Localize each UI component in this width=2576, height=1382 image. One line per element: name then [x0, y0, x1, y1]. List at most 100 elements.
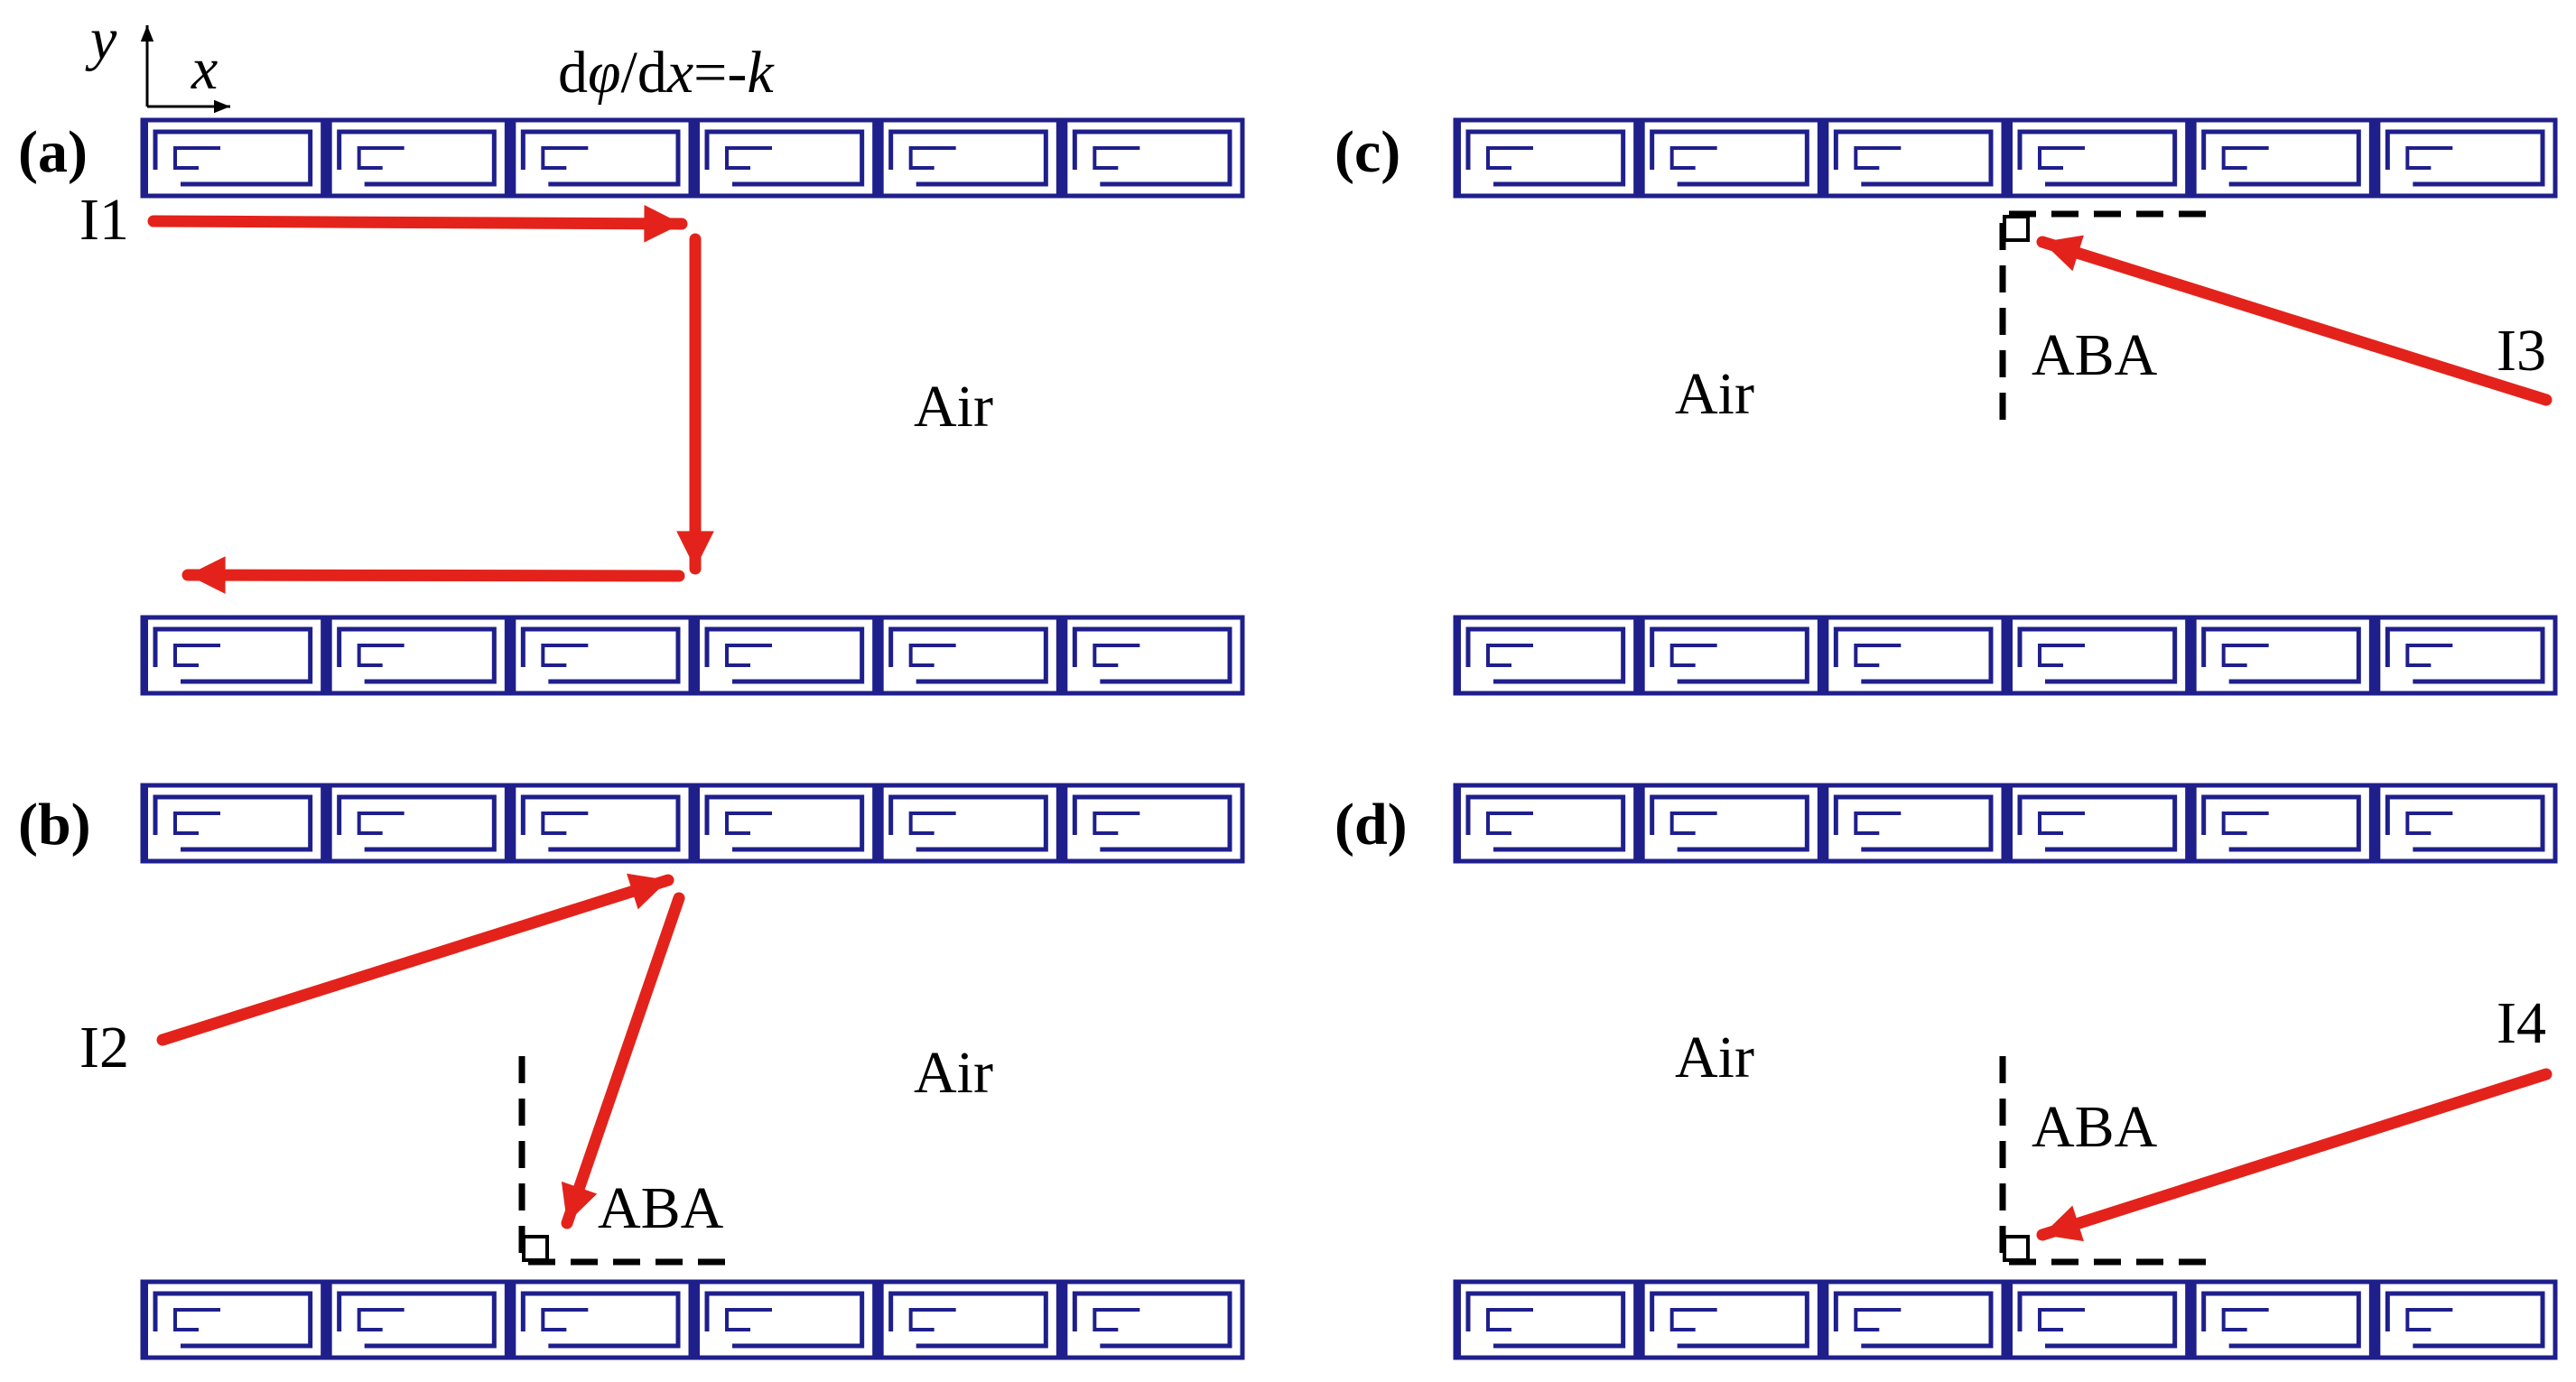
panel-a: (a) I1 Air	[18, 119, 993, 594]
panel-b-incident-ray	[156, 873, 674, 1046]
unit-cell-inner-hook	[1093, 1308, 1140, 1331]
unit-cell-inner-hook	[173, 812, 220, 835]
unit-cell-ring	[1465, 794, 1626, 852]
y-axis-label: y	[85, 6, 117, 72]
panel-d-source-label: I4	[2497, 990, 2546, 1056]
panel-a-label: (a)	[18, 119, 88, 185]
unit-cell-inner-hook	[1486, 644, 1533, 667]
unit-cell-inner-hook	[2405, 812, 2453, 835]
panel-c-source-label: I3	[2497, 318, 2546, 384]
unit-cell-inner-hook	[173, 146, 220, 170]
unit-cell-inner-hook	[357, 644, 405, 667]
unit-cell	[1820, 1279, 2006, 1360]
unit-cell-inner-hook	[1854, 812, 1902, 835]
unit-cell-ring	[1072, 129, 1232, 187]
unit-cell	[1059, 117, 1245, 199]
unit-cell	[1637, 615, 1822, 696]
unit-cell-ring	[520, 1291, 681, 1349]
unit-cell-inner-hook	[2038, 644, 2085, 667]
unit-cell-ring	[2385, 626, 2545, 684]
unit-cell-ring	[337, 626, 497, 684]
panel-b-right-angle-mark	[522, 1235, 549, 1262]
unit-cell	[2189, 783, 2374, 864]
metasurface-strip	[140, 1279, 1245, 1360]
unit-cell-inner-hook	[2038, 146, 2085, 170]
unit-cell-inner-hook	[2405, 644, 2453, 667]
unit-cell-inner-hook	[173, 1308, 220, 1331]
panel-c-aba-label: ABA	[2032, 322, 2158, 388]
panel-a-air-label: Air	[914, 374, 993, 440]
unit-cell	[1059, 615, 1245, 696]
unit-cell-ring	[2017, 626, 2178, 684]
unit-cell-ring	[153, 129, 313, 187]
unit-cell	[2372, 615, 2558, 696]
unit-cell-ring	[1465, 1291, 1626, 1349]
unit-cell-inner-hook	[2405, 146, 2453, 170]
unit-cell-inner-hook	[1854, 146, 1902, 170]
unit-cell-ring	[704, 794, 865, 852]
unit-cell	[2189, 615, 2374, 696]
unit-cell-ring	[2385, 1291, 2545, 1349]
unit-cell-ring	[2201, 794, 2361, 852]
metasurface-strip	[140, 615, 1245, 696]
unit-cell	[876, 117, 1061, 199]
unit-cell-ring	[2385, 129, 2545, 187]
unit-cell	[140, 1279, 326, 1360]
unit-cell-inner-hook	[2405, 1308, 2453, 1331]
unit-cell	[2004, 615, 2190, 696]
unit-cell	[2004, 783, 2190, 864]
unit-cell-ring	[337, 794, 497, 852]
panel-d-incident-ray	[2036, 1068, 2553, 1242]
unit-cell-ring	[1072, 626, 1232, 684]
panel-d-air-label: Air	[1675, 1025, 1754, 1090]
metasurface-strip	[1453, 615, 2558, 696]
unit-cell-ring	[704, 129, 865, 187]
unit-cell-inner-hook	[357, 146, 405, 170]
unit-cell-ring	[1465, 626, 1626, 684]
unit-cell-inner-hook	[725, 1308, 772, 1331]
unit-cell	[692, 1279, 878, 1360]
unit-cell	[876, 615, 1061, 696]
metasurface-strip	[1453, 117, 2558, 199]
unit-cell-inner-hook	[1093, 146, 1140, 170]
unit-cell-inner-hook	[1669, 812, 1717, 835]
unit-cell	[1637, 1279, 1822, 1360]
unit-cell-ring	[1650, 626, 1809, 684]
unit-cell	[140, 615, 326, 696]
unit-cell	[324, 783, 509, 864]
panel-d: (d) I4 Air ABA	[1334, 792, 2553, 1266]
panel-d-aba-dashed-lines	[1999, 1056, 2208, 1266]
unit-cell-ring	[888, 626, 1048, 684]
unit-cell-inner-hook	[357, 1308, 405, 1331]
unit-cell-inner-hook	[908, 644, 956, 667]
panel-b-source-label: I2	[79, 1015, 129, 1081]
unit-cell-ring	[1833, 1291, 1994, 1349]
unit-cell	[876, 783, 1061, 864]
unit-cell-inner-hook	[357, 812, 405, 835]
unit-cell-inner-hook	[725, 812, 772, 835]
unit-cell-inner-hook	[908, 812, 956, 835]
unit-cell	[692, 615, 878, 696]
unit-cell	[507, 783, 693, 864]
unit-cell-inner-hook	[1486, 146, 1533, 170]
unit-cell-ring	[1650, 1291, 1809, 1349]
unit-cell-ring	[337, 129, 497, 187]
x-axis-label: x	[191, 36, 218, 102]
phase-gradient-formula: dφ/dx=-k	[558, 40, 775, 106]
panel-d-label: (d)	[1334, 792, 1408, 858]
panel-b-aba-dashed-lines	[518, 1056, 727, 1266]
unit-cell	[2004, 1279, 2190, 1360]
panel-a-backward-ray	[181, 556, 685, 594]
unit-cell-inner-hook	[1093, 644, 1140, 667]
unit-cell-ring	[2201, 129, 2361, 187]
unit-cell	[2372, 783, 2558, 864]
unit-cell-inner-hook	[908, 146, 956, 170]
metasurface-strip	[1453, 783, 2558, 864]
unit-cell	[1820, 615, 2006, 696]
unit-cell-inner-hook	[2221, 812, 2269, 835]
unit-cell	[1453, 117, 1639, 199]
unit-cell	[876, 1279, 1061, 1360]
unit-cell-inner-hook	[1093, 812, 1140, 835]
unit-cell-inner-hook	[2221, 644, 2269, 667]
